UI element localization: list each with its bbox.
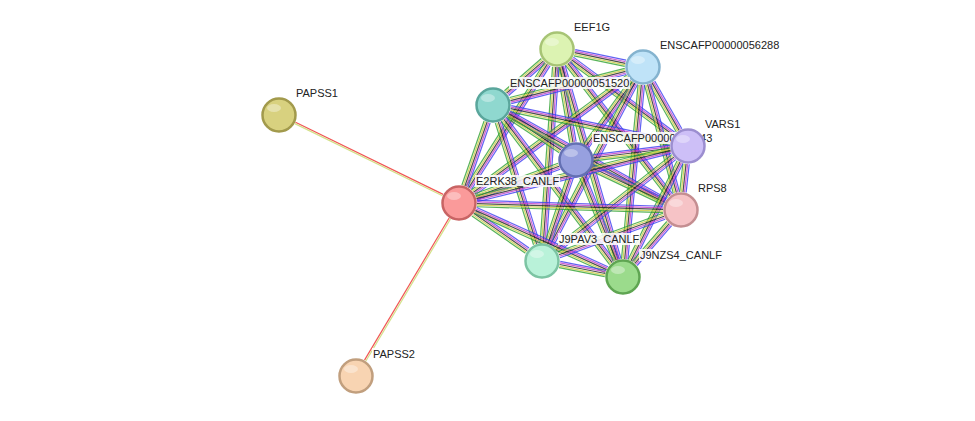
interaction-edge [477,200,663,212]
node-highlight [481,94,495,102]
protein-node: J9PAV3_CANLF [524,243,560,279]
node-circle [539,31,575,67]
protein-node: PAPSS1 [261,97,297,133]
evidence-line [592,169,664,204]
node-circle [261,97,297,133]
node-circle [625,49,661,85]
protein-node: J9NZS4_CANLF [605,259,641,295]
evidence-line [559,266,605,275]
evidence-line [366,219,451,361]
node-fill [340,360,373,393]
node-fill [560,144,593,177]
node-label: VARS1 [704,118,741,130]
node-fill [627,51,660,84]
protein-node: ENSCAFP00000051520 [475,87,511,123]
node-fill [477,89,510,122]
evidence-line [296,122,444,194]
node-highlight [631,56,645,64]
node-label: PAPSS1 [295,87,339,99]
node-circle [605,259,641,295]
protein-node: RPS8 [663,192,699,228]
node-fill [665,194,698,227]
interaction-edge [540,67,559,244]
node-label: E2RK38_CANLF [475,175,560,187]
interaction-edge [295,122,443,196]
node-highlight [447,192,461,200]
node-highlight [530,250,544,258]
interaction-edge [365,218,451,361]
node-fill [263,99,296,132]
node-circle [338,358,374,394]
node-label: PAPSS2 [372,348,416,360]
evidence-line [477,207,663,213]
node-circle [475,87,511,123]
node-fill [526,245,559,278]
node-circle [670,128,706,164]
protein-node: PAPSS2 [338,358,374,394]
node-highlight [676,135,690,143]
node-highlight [545,38,559,46]
node-fill [672,130,705,163]
evidence-line [365,218,450,360]
node-circle [663,192,699,228]
node-fill [443,187,476,220]
evidence-line [295,124,443,196]
protein-node: ENSCAFP00000045643 [558,142,594,178]
protein-node: VARS1 [670,128,706,164]
node-label: J9PAV3_CANLF [558,233,640,245]
protein-node: E2RK38_CANLF [441,185,477,221]
node-highlight [669,199,683,207]
node-circle [524,243,560,279]
interaction-edge [559,261,606,276]
protein-node: EEF1G [539,31,575,67]
node-label: RPS8 [697,182,728,194]
node-highlight [564,149,578,157]
node-highlight [611,266,625,274]
node-label: J9NZS4_CANLF [639,249,723,261]
node-fill [607,261,640,294]
node-label: ENSCAFP00000056288 [659,39,780,51]
node-fill [541,33,574,66]
node-highlight [267,104,281,112]
protein-node: ENSCAFP00000056288 [625,49,661,85]
node-label: ENSCAFP00000051520 [509,77,630,89]
node-circle [558,142,594,178]
evidence-line [559,268,605,277]
node-label: EEF1G [573,21,611,33]
node-circle [441,185,477,221]
node-highlight [344,365,358,373]
